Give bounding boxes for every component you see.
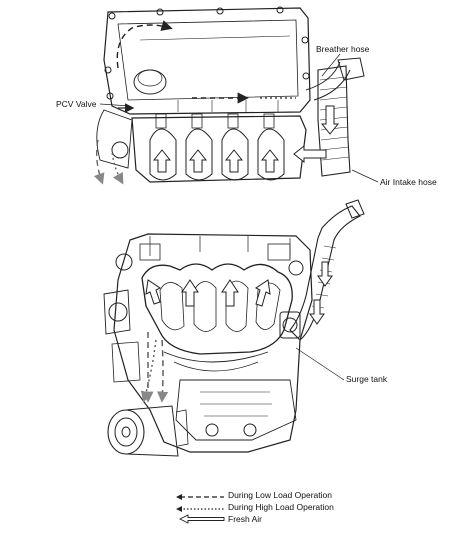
crankcase-flow-bottom xyxy=(140,332,169,403)
cover-bolts xyxy=(104,6,310,100)
legend-hollow-arrow-icon xyxy=(178,514,225,524)
label-breather-hose: Breather hose xyxy=(316,44,370,54)
legend-label-low-load: During Low Load Operation xyxy=(228,490,332,500)
legend-dotted-line-icon xyxy=(176,506,224,512)
legend-row-low-load: During Low Load Operation xyxy=(176,490,376,503)
top-intake-manifold xyxy=(131,115,307,183)
fresh-air-arrows-top xyxy=(152,105,340,173)
leader-surge-tank xyxy=(295,347,345,381)
label-pcv-valve: PCV Valve xyxy=(56,99,97,109)
bottom-engine-view xyxy=(103,199,365,457)
legend-label-fresh-air: Fresh Air xyxy=(228,514,263,524)
label-air-intake-hose: Air Intake hose xyxy=(380,177,437,187)
leader-breather xyxy=(321,53,341,77)
legend-label-high-load: During High Load Operation xyxy=(228,502,334,512)
leader-air-intake xyxy=(351,169,379,183)
crankcase-flow-top xyxy=(93,20,296,185)
breather-hose xyxy=(305,61,351,101)
top-engine-view xyxy=(93,6,379,185)
label-surge-tank: Surge tank xyxy=(346,374,388,384)
ac-compressor xyxy=(107,405,189,457)
surge-tank xyxy=(141,263,293,355)
oil-filler-cap xyxy=(133,69,167,95)
legend-row-fresh-air: Fresh Air xyxy=(176,514,376,527)
fresh-air-arrows-bottom xyxy=(145,261,333,325)
legend-row-high-load: During High Load Operation xyxy=(176,502,376,515)
legend-dashed-line-icon xyxy=(176,494,224,500)
leader-pcv xyxy=(99,103,131,107)
